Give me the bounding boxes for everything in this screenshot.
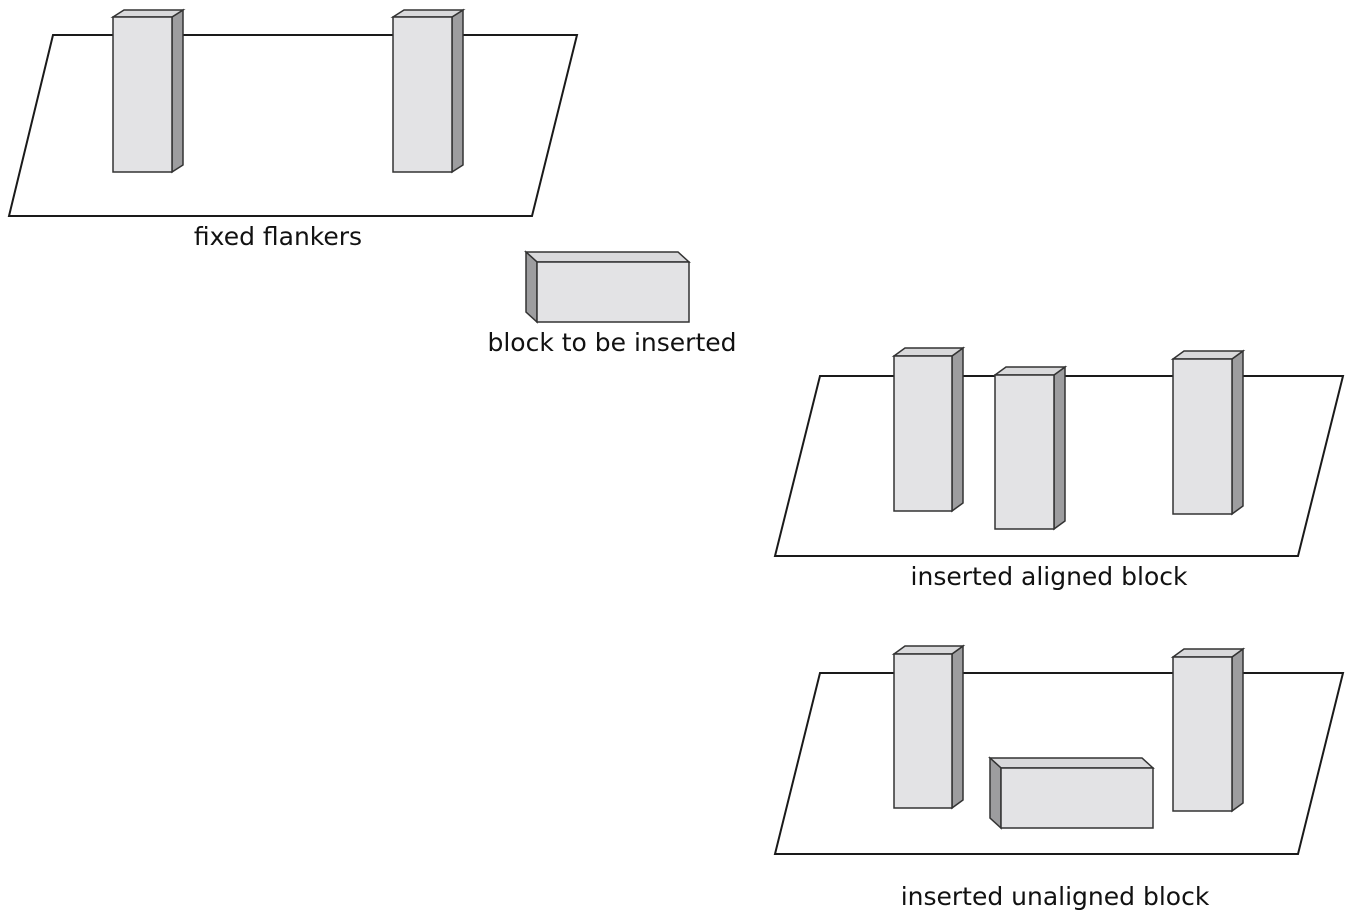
unaligned-flanker-right [1170,647,1246,813]
aligned-inserted-block [992,365,1068,531]
block-to-be-inserted: block to be inserted [487,250,737,357]
flanker-left [110,8,186,174]
aligned-flanker-right [1170,349,1246,516]
inserted-aligned-block-label: inserted aligned block [911,562,1188,591]
inserted-unaligned-panel: inserted unaligned block [773,644,1345,911]
inserted-aligned-panel: inserted aligned block [773,346,1345,591]
unaligned-inserted-block [988,756,1155,830]
unaligned-flanker-left [891,644,966,810]
aligned-flanker-left [891,346,966,513]
fixed-flankers-panel: fixed flankers [7,8,579,251]
inserted-unaligned-block-label: inserted unaligned block [901,882,1210,911]
fixed-flankers-plane [7,34,579,217]
flanker-right [390,8,466,174]
block-to-be-inserted-label: block to be inserted [487,328,736,357]
fixed-flankers-label: fixed flankers [194,222,362,251]
